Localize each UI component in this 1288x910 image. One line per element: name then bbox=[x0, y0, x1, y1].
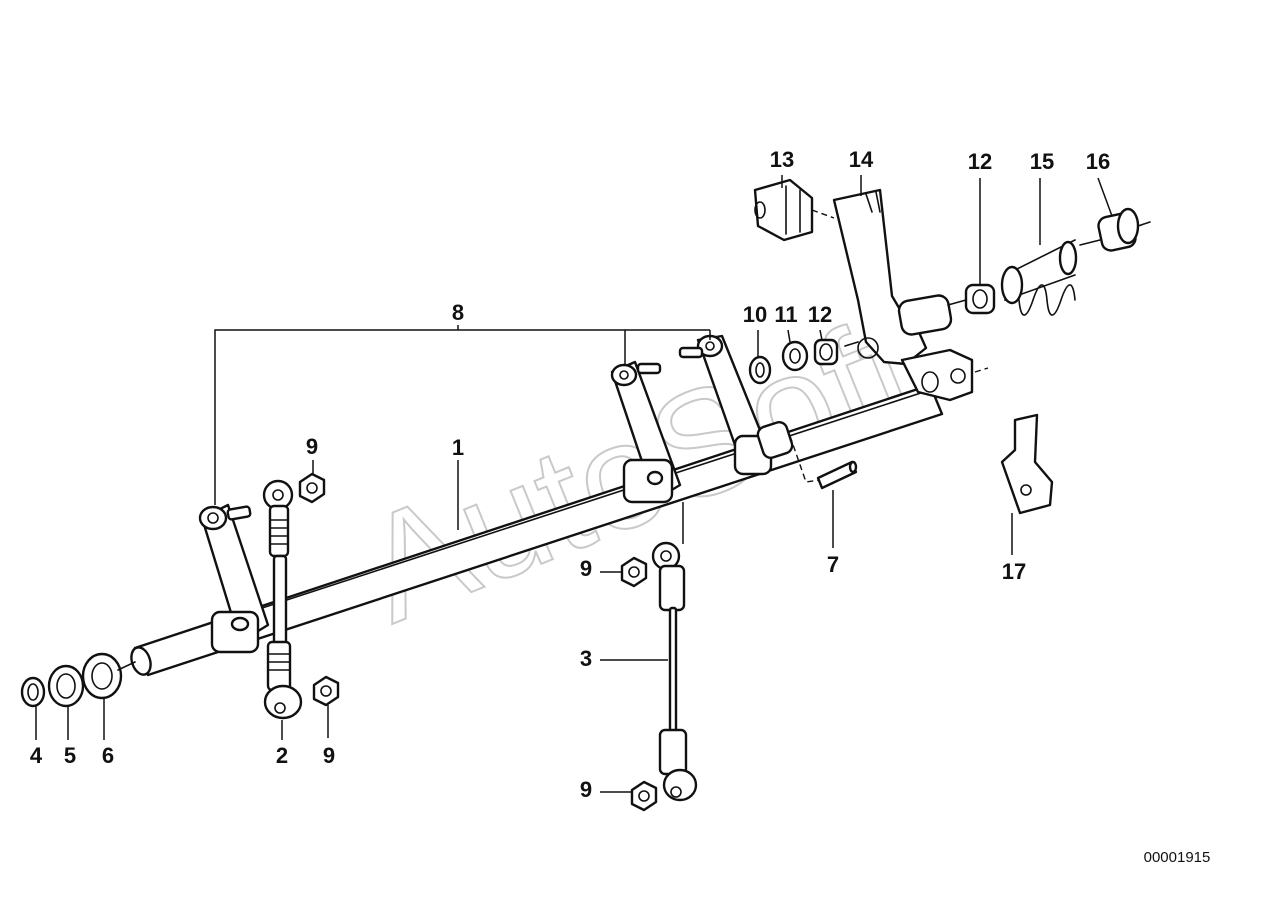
middle-shift-lever-part bbox=[610, 360, 682, 504]
washer-6-part bbox=[81, 652, 123, 700]
nut-middle-part bbox=[620, 556, 648, 588]
left-shift-lever-part bbox=[198, 503, 270, 654]
bracket-part bbox=[900, 348, 974, 402]
washer-5-part bbox=[47, 664, 85, 708]
linkage-rod-3-part bbox=[651, 541, 698, 802]
callout-4: 4 bbox=[30, 743, 43, 768]
callout-15: 15 bbox=[1030, 149, 1054, 174]
callout-17: 17 bbox=[1002, 559, 1026, 584]
callout-9c: 9 bbox=[580, 556, 592, 581]
callout-2: 2 bbox=[276, 743, 288, 768]
document-number: 00001915 bbox=[1144, 849, 1211, 866]
clip-13-part bbox=[753, 178, 814, 242]
callout-8: 8 bbox=[452, 300, 464, 325]
circlip-4-part bbox=[20, 676, 46, 708]
shaft-collar-part bbox=[756, 421, 794, 459]
callout-14: 14 bbox=[849, 147, 874, 172]
callout-5: 5 bbox=[64, 743, 76, 768]
callout-9d: 9 bbox=[580, 777, 592, 802]
bushing-12-lower-part bbox=[813, 338, 839, 366]
callout-9a: 9 bbox=[306, 434, 318, 459]
shift-lever-14-part bbox=[832, 188, 953, 366]
leader-lines bbox=[35, 175, 1113, 793]
callout-16: 16 bbox=[1086, 149, 1110, 174]
callout-12-upper: 12 bbox=[968, 149, 992, 174]
callout-3: 3 bbox=[580, 646, 592, 671]
washer-11-part bbox=[781, 340, 809, 372]
callout-13: 13 bbox=[770, 147, 794, 172]
callout-1: 1 bbox=[452, 435, 464, 460]
callout-7: 7 bbox=[827, 552, 839, 577]
callout-10: 10 bbox=[743, 302, 767, 327]
bracket-17-part bbox=[1000, 413, 1054, 515]
callout-9b: 9 bbox=[323, 743, 335, 768]
callout-12-lower: 12 bbox=[808, 302, 832, 327]
nut-lower-part bbox=[630, 780, 658, 812]
linkage-rod-2-part bbox=[262, 479, 303, 720]
nut-upper-left-part bbox=[298, 472, 326, 504]
cap-16-part bbox=[1097, 207, 1140, 252]
pin-part bbox=[816, 460, 858, 490]
callout-11: 11 bbox=[774, 302, 797, 327]
callout-labels: 1 2 3 4 5 6 7 8 9 9 9 9 10 11 12 12 13 1… bbox=[30, 147, 1110, 802]
circlip-10-part bbox=[748, 355, 772, 385]
callout-6: 6 bbox=[102, 743, 114, 768]
spring-15-part bbox=[1000, 239, 1078, 316]
nut-lower-left-part bbox=[312, 675, 340, 707]
bushing-12-upper-part bbox=[964, 283, 996, 315]
